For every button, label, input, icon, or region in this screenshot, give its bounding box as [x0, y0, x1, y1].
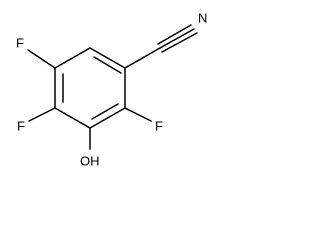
ring-bond-3: [89, 107, 126, 129]
nitrile-triple-bond-1: [157, 24, 192, 45]
ring-bond-6: [54, 47, 91, 69]
bond-to-nitrile-carbon: [124, 47, 161, 69]
structure-drawing: F F F OH N: [16, 10, 207, 168]
atom-labels: F F F OH N: [16, 10, 207, 168]
bond-to-f-right: [124, 107, 152, 122]
fluorine-top-label: F: [16, 35, 24, 50]
ring-bond-1: [89, 47, 126, 69]
ring-bond-1-inner: [93, 56, 122, 74]
benzene-ring: [54, 47, 126, 129]
ring-bond-3-inner: [91, 103, 119, 120]
substituent-bonds: [27, 24, 198, 150]
nitrile-triple-bond-3: [161, 32, 198, 53]
bond-to-f-top: [27, 49, 56, 69]
bond-to-f-left: [28, 107, 56, 122]
nitrogen-label: N: [198, 10, 207, 25]
nitrile-triple-bond-2: [159, 28, 195, 49]
hydroxyl-label: OH: [80, 153, 100, 168]
molecule-canvas: F F F OH N: [16, 10, 208, 169]
fluorine-left-label: F: [17, 118, 25, 133]
ring-bond-4: [54, 107, 91, 129]
fluorine-right-label: F: [155, 118, 163, 133]
